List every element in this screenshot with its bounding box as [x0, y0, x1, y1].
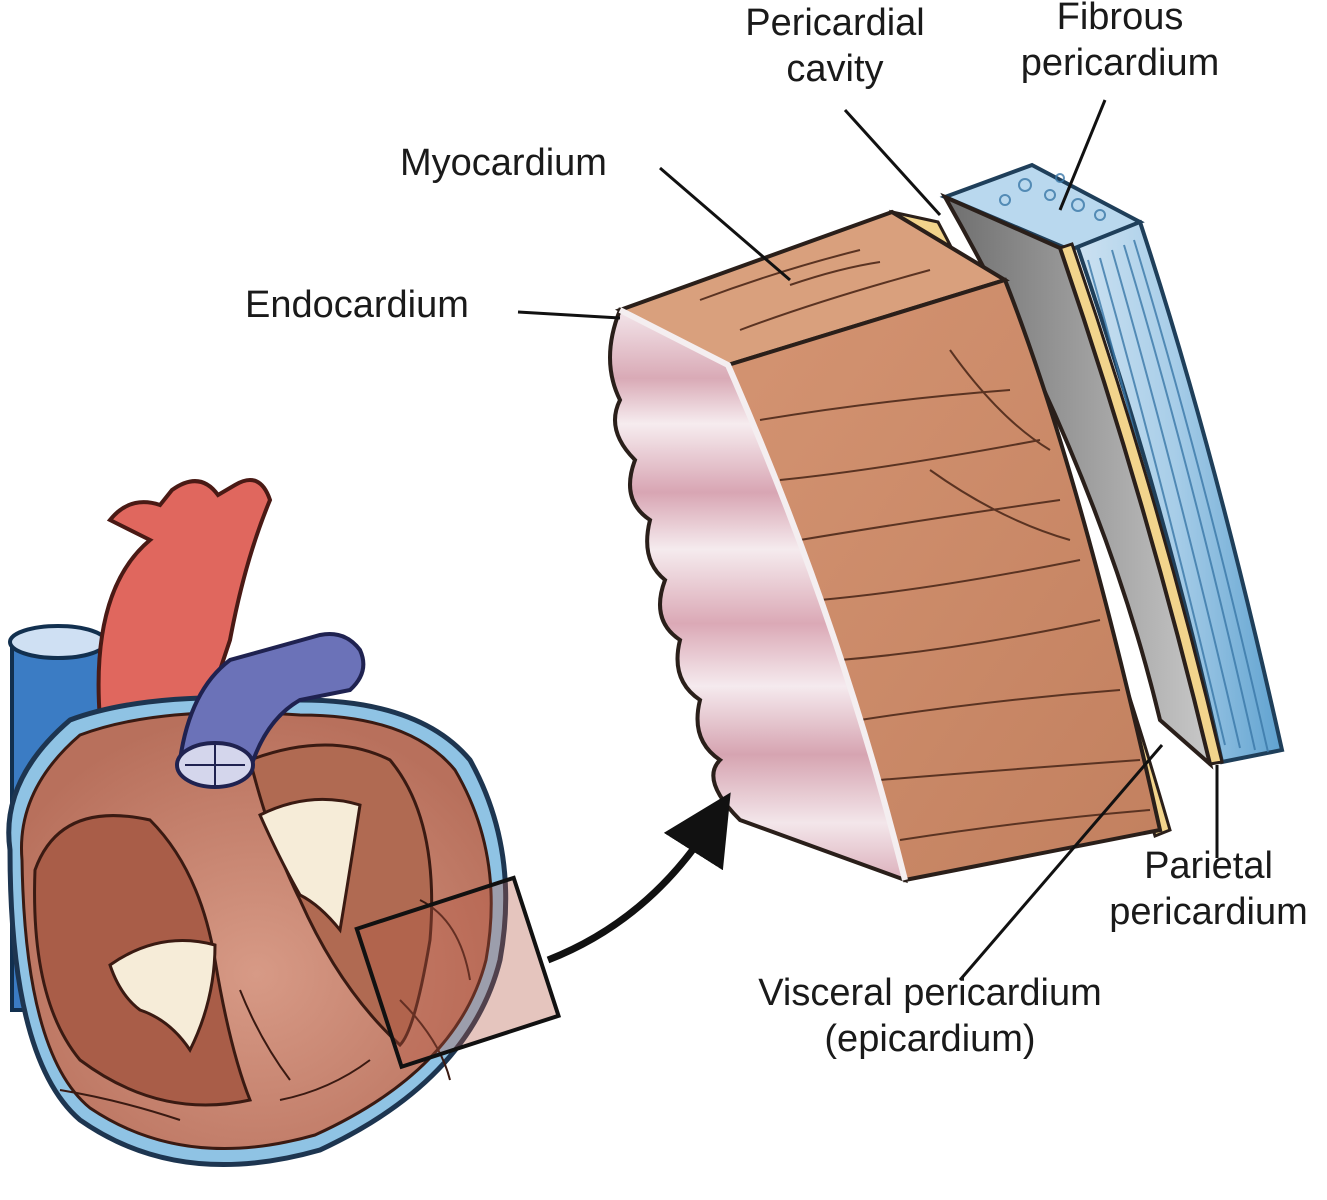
label-myocardium: Myocardium — [400, 142, 607, 184]
label-parietal-pericardium: Parietal pericardium — [1090, 843, 1327, 935]
leader-visceral-pericardium — [958, 744, 1164, 981]
label-visceral-pericardium-line1: Visceral pericardium — [758, 972, 1102, 1014]
label-pericardial-cavity-line1: Pericardial — [745, 2, 925, 44]
label-endocardium: Endocardium — [245, 284, 469, 326]
label-visceral-pericardium-line2: (epicardium) — [824, 1018, 1036, 1060]
myocardium-fibers — [759, 349, 1151, 841]
label-fibrous-pericardium-line1: Fibrous — [1056, 0, 1184, 38]
label-parietal-pericardium-line2: pericardium — [1109, 891, 1308, 933]
endocardium-edge — [618, 307, 908, 881]
label-visceral-pericardium: Visceral pericardium (epicardium) — [730, 970, 1130, 1062]
aorta — [96, 478, 273, 723]
zoom-box — [354, 875, 562, 1070]
leader-pericardial-cavity — [843, 108, 942, 217]
zoom-arrow — [546, 792, 731, 964]
heart-illustration — [6, 478, 509, 1168]
tissue-block — [608, 162, 1285, 884]
label-parietal-pericardium-line1: Parietal — [1144, 845, 1273, 887]
leader-myocardium — [659, 166, 791, 282]
label-pericardial-cavity: Pericardial cavity — [725, 0, 945, 92]
label-fibrous-pericardium: Fibrous pericardium — [990, 0, 1250, 86]
leader-lines — [517, 99, 1219, 981]
mitral-valve — [258, 797, 362, 934]
label-pericardial-cavity-line2: cavity — [786, 48, 884, 90]
tricuspid-valve — [108, 939, 217, 1053]
pulmonary-artery — [177, 632, 366, 773]
label-fibrous-pericardium-line2: pericardium — [1020, 42, 1220, 84]
leader-fibrous-pericardium — [1058, 99, 1107, 211]
fibrous-pericardium-layer — [1067, 219, 1285, 765]
leader-endocardium — [517, 310, 621, 320]
